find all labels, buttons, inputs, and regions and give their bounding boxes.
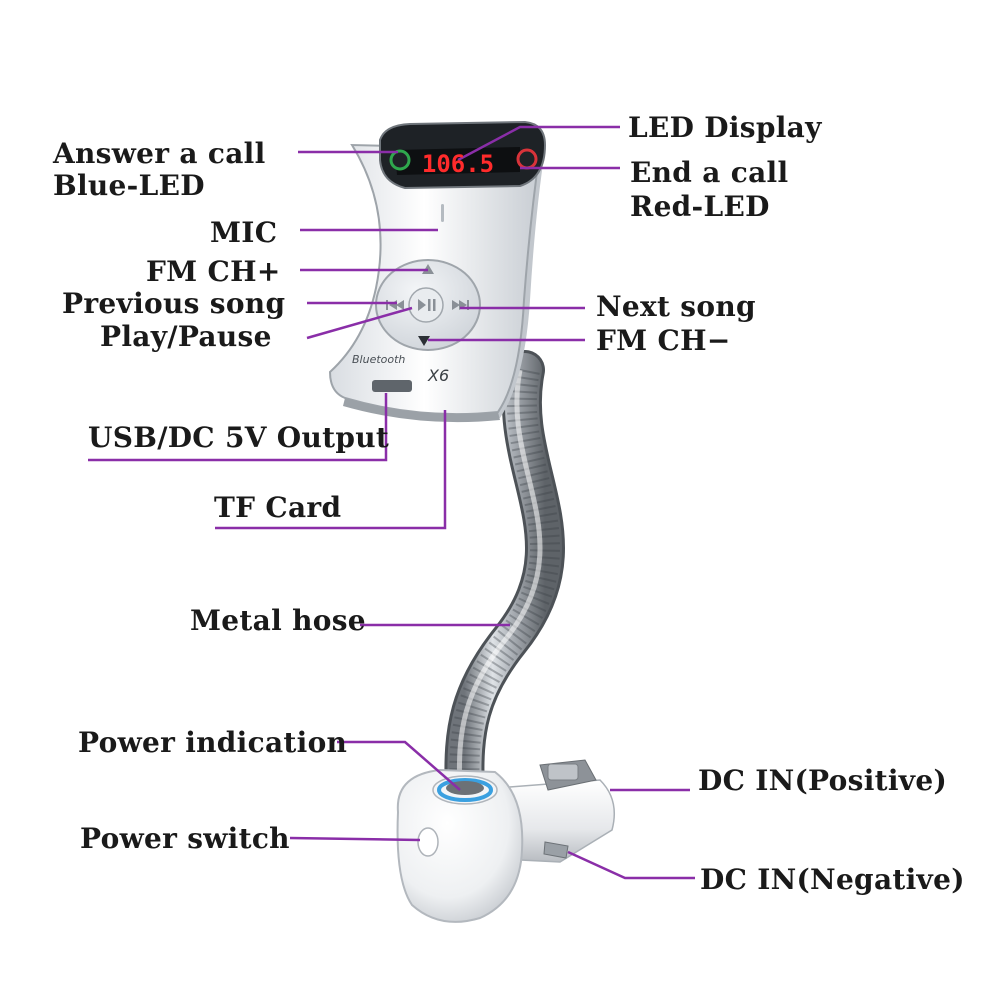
leader-usb-output [88,393,388,462]
brand-text: Bluetooth [352,353,405,366]
label-fm-ch-minus: FM CH− [596,324,731,357]
label-dc-in-positive: DC IN(Positive) [698,764,948,797]
label-next-song: Next song [596,290,756,323]
label-red-led: Red-LED [630,190,770,223]
label-power-indication: Power indication [78,726,348,759]
label-mic: MIC [210,216,278,249]
leader-power-indication [337,740,461,791]
car-plug-base [396,759,615,923]
label-metal-hose: Metal hose [190,604,366,637]
leader-lines [88,125,695,880]
led-display-value: 106.5 [422,150,494,178]
label-blue-led: Blue-LED [53,169,205,202]
label-usb-output: USB/DC 5V Output [88,421,390,454]
leader-led-display [457,125,620,162]
leader-tf-card [215,410,447,530]
leader-power-switch [289,836,421,842]
label-led-display: LED Display [628,111,822,144]
label-tf-card: TF Card [214,491,342,524]
metal-hose [444,350,565,810]
label-play-pause: Play/Pause [100,320,272,353]
label-power-switch: Power switch [80,822,290,855]
label-answer-call: Answer a call [53,137,266,170]
label-dc-in-negative: DC IN(Negative) [700,863,965,896]
head-unit [328,120,547,423]
leader-dc-in-negative [567,850,695,880]
label-fm-ch-plus: FM CH+ [146,255,281,288]
model-text: X6 [427,366,449,385]
label-end-call: End a call [630,156,789,189]
label-previous-song: Previous song [62,287,286,320]
leader-play-pause [306,306,413,340]
